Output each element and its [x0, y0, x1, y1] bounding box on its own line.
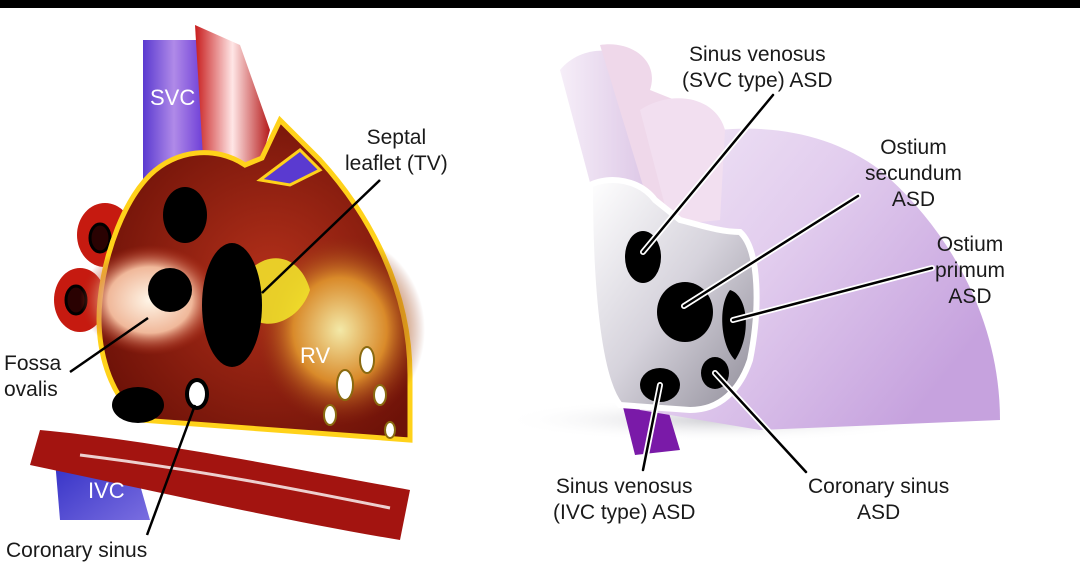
- pulmonary-valve: [256, 148, 323, 187]
- septal-leaflet-label: Septal leaflet (TV): [345, 126, 448, 175]
- ostium-primum-label: Ostium primum ASD: [935, 233, 1006, 308]
- coronary-sinus-orifice: [185, 378, 209, 410]
- coronary-sinus-leader: [145, 404, 197, 536]
- right-leader-lines: [640, 92, 935, 475]
- rv-label: RV: [300, 343, 331, 368]
- svc-orifice: [163, 187, 207, 243]
- diaphragm-band: [30, 430, 410, 540]
- left-heart-illustration: [30, 25, 425, 540]
- ostium-primum-defect: [722, 290, 746, 360]
- sinus-venosus-svc-label: Sinus venosus (SVC type) ASD: [682, 43, 833, 92]
- top-border: [0, 0, 1080, 8]
- fossa-glow: [80, 245, 220, 355]
- svc-label: SVC: [150, 85, 196, 110]
- great-vessel-top: [640, 98, 725, 225]
- coronary-sinus-asd-label: Coronary sinus ASD: [808, 475, 950, 524]
- sinus-venosus-ivc-label: Sinus venosus (IVC type) ASD: [553, 475, 696, 524]
- coronary-sinus-label: Coronary sinus: [6, 539, 148, 562]
- ostium-secundum-label: Ostium secundum ASD: [865, 136, 962, 211]
- tricuspid-orifice: [202, 243, 262, 367]
- right-heart-illustration: [500, 44, 1000, 475]
- septal-leaflet-shape: [250, 258, 310, 324]
- upper-orifice: [148, 268, 192, 312]
- septal-leaflet-leader: [261, 179, 381, 294]
- rv-trabeculae: [323, 346, 396, 439]
- fossa-ovalis-leader: [69, 316, 149, 374]
- ivc-orifice: [112, 387, 164, 423]
- fossa-ovalis-label: Fossa ovalis: [4, 352, 62, 401]
- ivc-label: IVC: [88, 478, 125, 503]
